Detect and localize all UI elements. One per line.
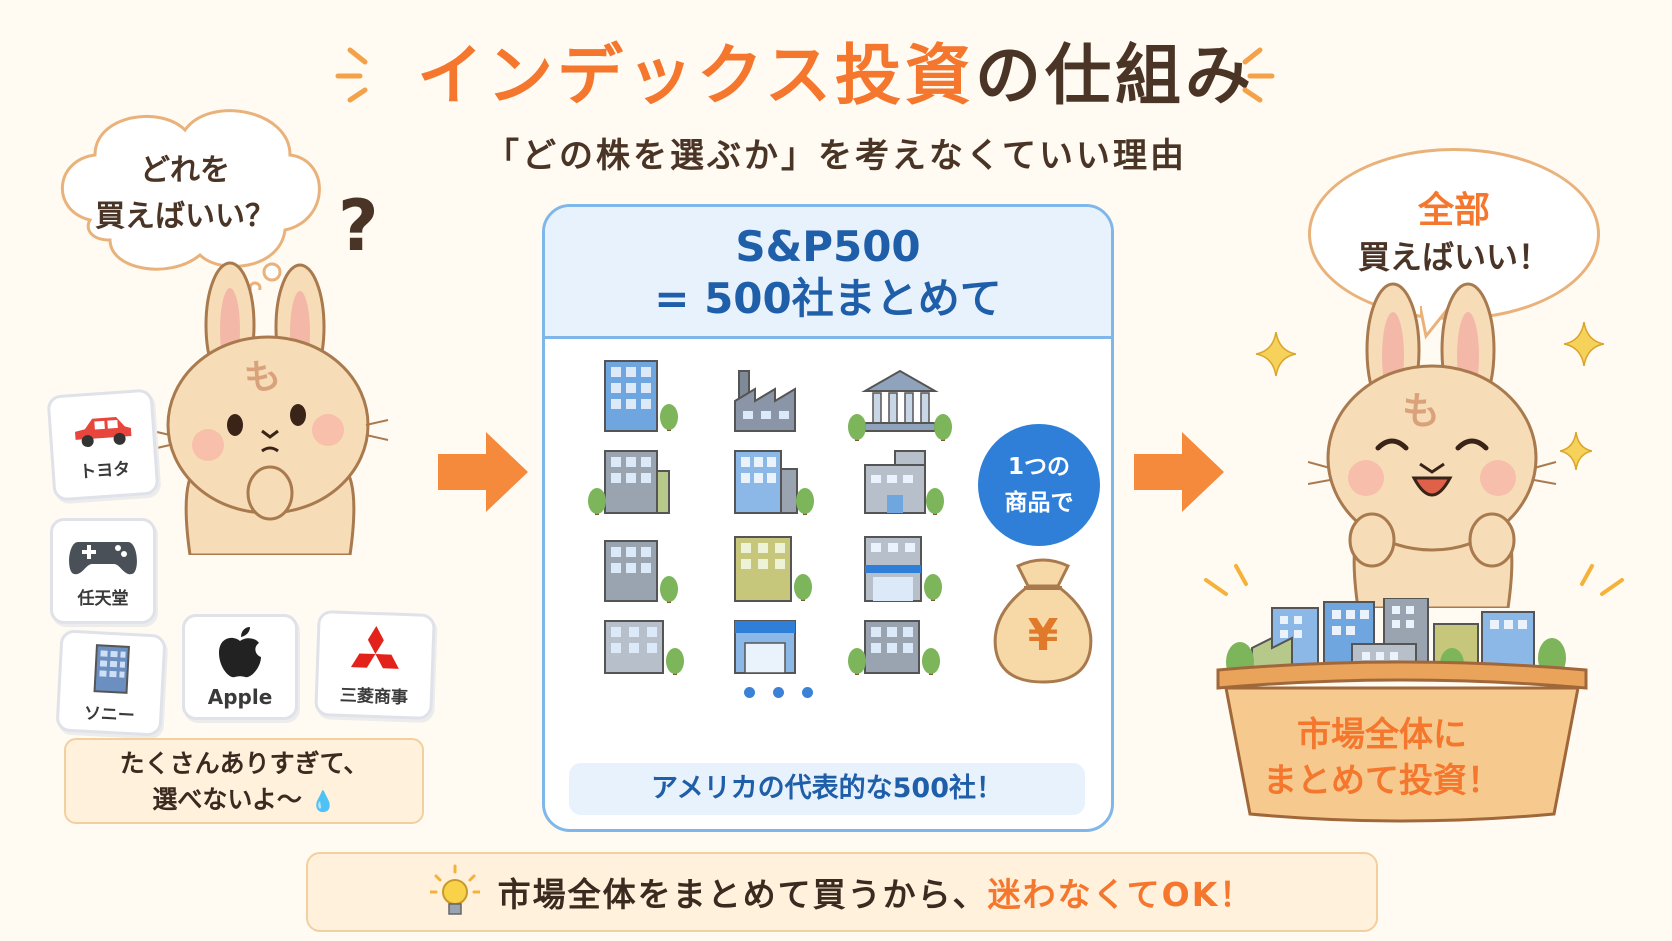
building-icon [604,360,678,432]
confused-rabbit-illustration [150,261,389,555]
right-speech-bubble: 全部買えばいい！ [1308,148,1600,320]
one-product-badge: 1つの商品で [978,424,1100,546]
company-tile-apple: Apple [182,614,298,720]
factory-icon [734,370,796,432]
building-icon [734,450,814,515]
building-icon [604,620,684,675]
bank-icon [848,369,952,441]
money-bag-icon [993,558,1093,684]
happy-rabbit-illustration [1308,282,1557,608]
thought-bubble-shape [61,109,321,290]
lightbulb-icon [429,864,480,915]
sweat-drop-icon: 💧 [310,789,336,813]
spark-lines-right-icon [1242,47,1275,103]
question-mark-icon: ? [338,185,379,267]
arrow-right-icon-2 [1134,432,1224,512]
company-tile-sony: ソニー [55,629,167,737]
sparkle-icon [1256,332,1296,376]
right-rabbit-mark: も [1402,389,1441,433]
excitement-rays-left-icon [1204,564,1248,596]
mitsubishi-logo-icon [350,625,399,669]
sparkle-icon-2 [1564,322,1604,366]
excitement-rays-right-icon [1580,564,1624,596]
subtitle: 「どの株を選ぶか」を考えなくていい理由 [485,136,1187,176]
panel-footer: アメリカの代表的な500社！ [569,763,1085,815]
bottom-banner: 市場全体をまとめて買うから、迷わなくてOK！ [306,852,1378,932]
basket-text: 市場全体に まとめて投資！ [1263,715,1501,801]
company-tile-mitsubishi: 三菱商事 [314,609,436,721]
basket-of-companies-illustration [1216,598,1588,823]
shop-building-icon [864,536,942,602]
office-building-icon [93,643,130,694]
building-icon [588,450,670,515]
yen-symbol: ¥ [1027,610,1059,661]
game-controller-icon [69,541,137,574]
left-note: たくさんありすぎて、 選べないよ〜 💧 [64,738,424,824]
building-icon [864,450,944,515]
speech-bubble-tail [1420,306,1452,340]
arrow-right-icon [438,432,528,512]
page-title: インデックス投資の仕組み [416,37,1256,114]
car-icon [74,416,132,447]
ellipsis-dots [735,683,822,702]
panel-header: S&P500 = 500社まとめて [545,207,1111,339]
store-icon [734,620,796,674]
building-icon [734,536,812,602]
company-tile-toyota: トヨタ [46,388,160,502]
company-buildings-grid [588,360,952,675]
company-tile-nintendo: 任天堂 [50,518,156,624]
sparkle-icon-3 [1560,432,1592,470]
spark-lines-left-icon [335,47,368,103]
apple-logo-icon [219,627,261,678]
building-icon [604,540,678,603]
left-bubble-text: どれを 買えばいい？ [95,153,275,234]
building-icon [848,620,940,675]
